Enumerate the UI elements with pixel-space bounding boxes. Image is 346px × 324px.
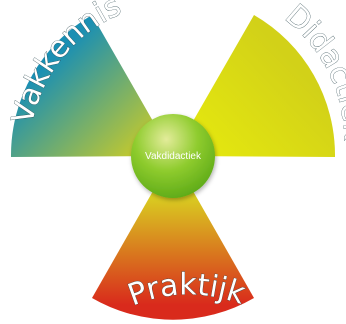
segment-vakkennis: [10, 15, 174, 157]
center-label: Vakdidactiek: [145, 151, 202, 162]
segment-praktijk: [92, 156, 254, 320]
center-circle: [131, 114, 215, 198]
segment-didactiek: [173, 15, 336, 157]
